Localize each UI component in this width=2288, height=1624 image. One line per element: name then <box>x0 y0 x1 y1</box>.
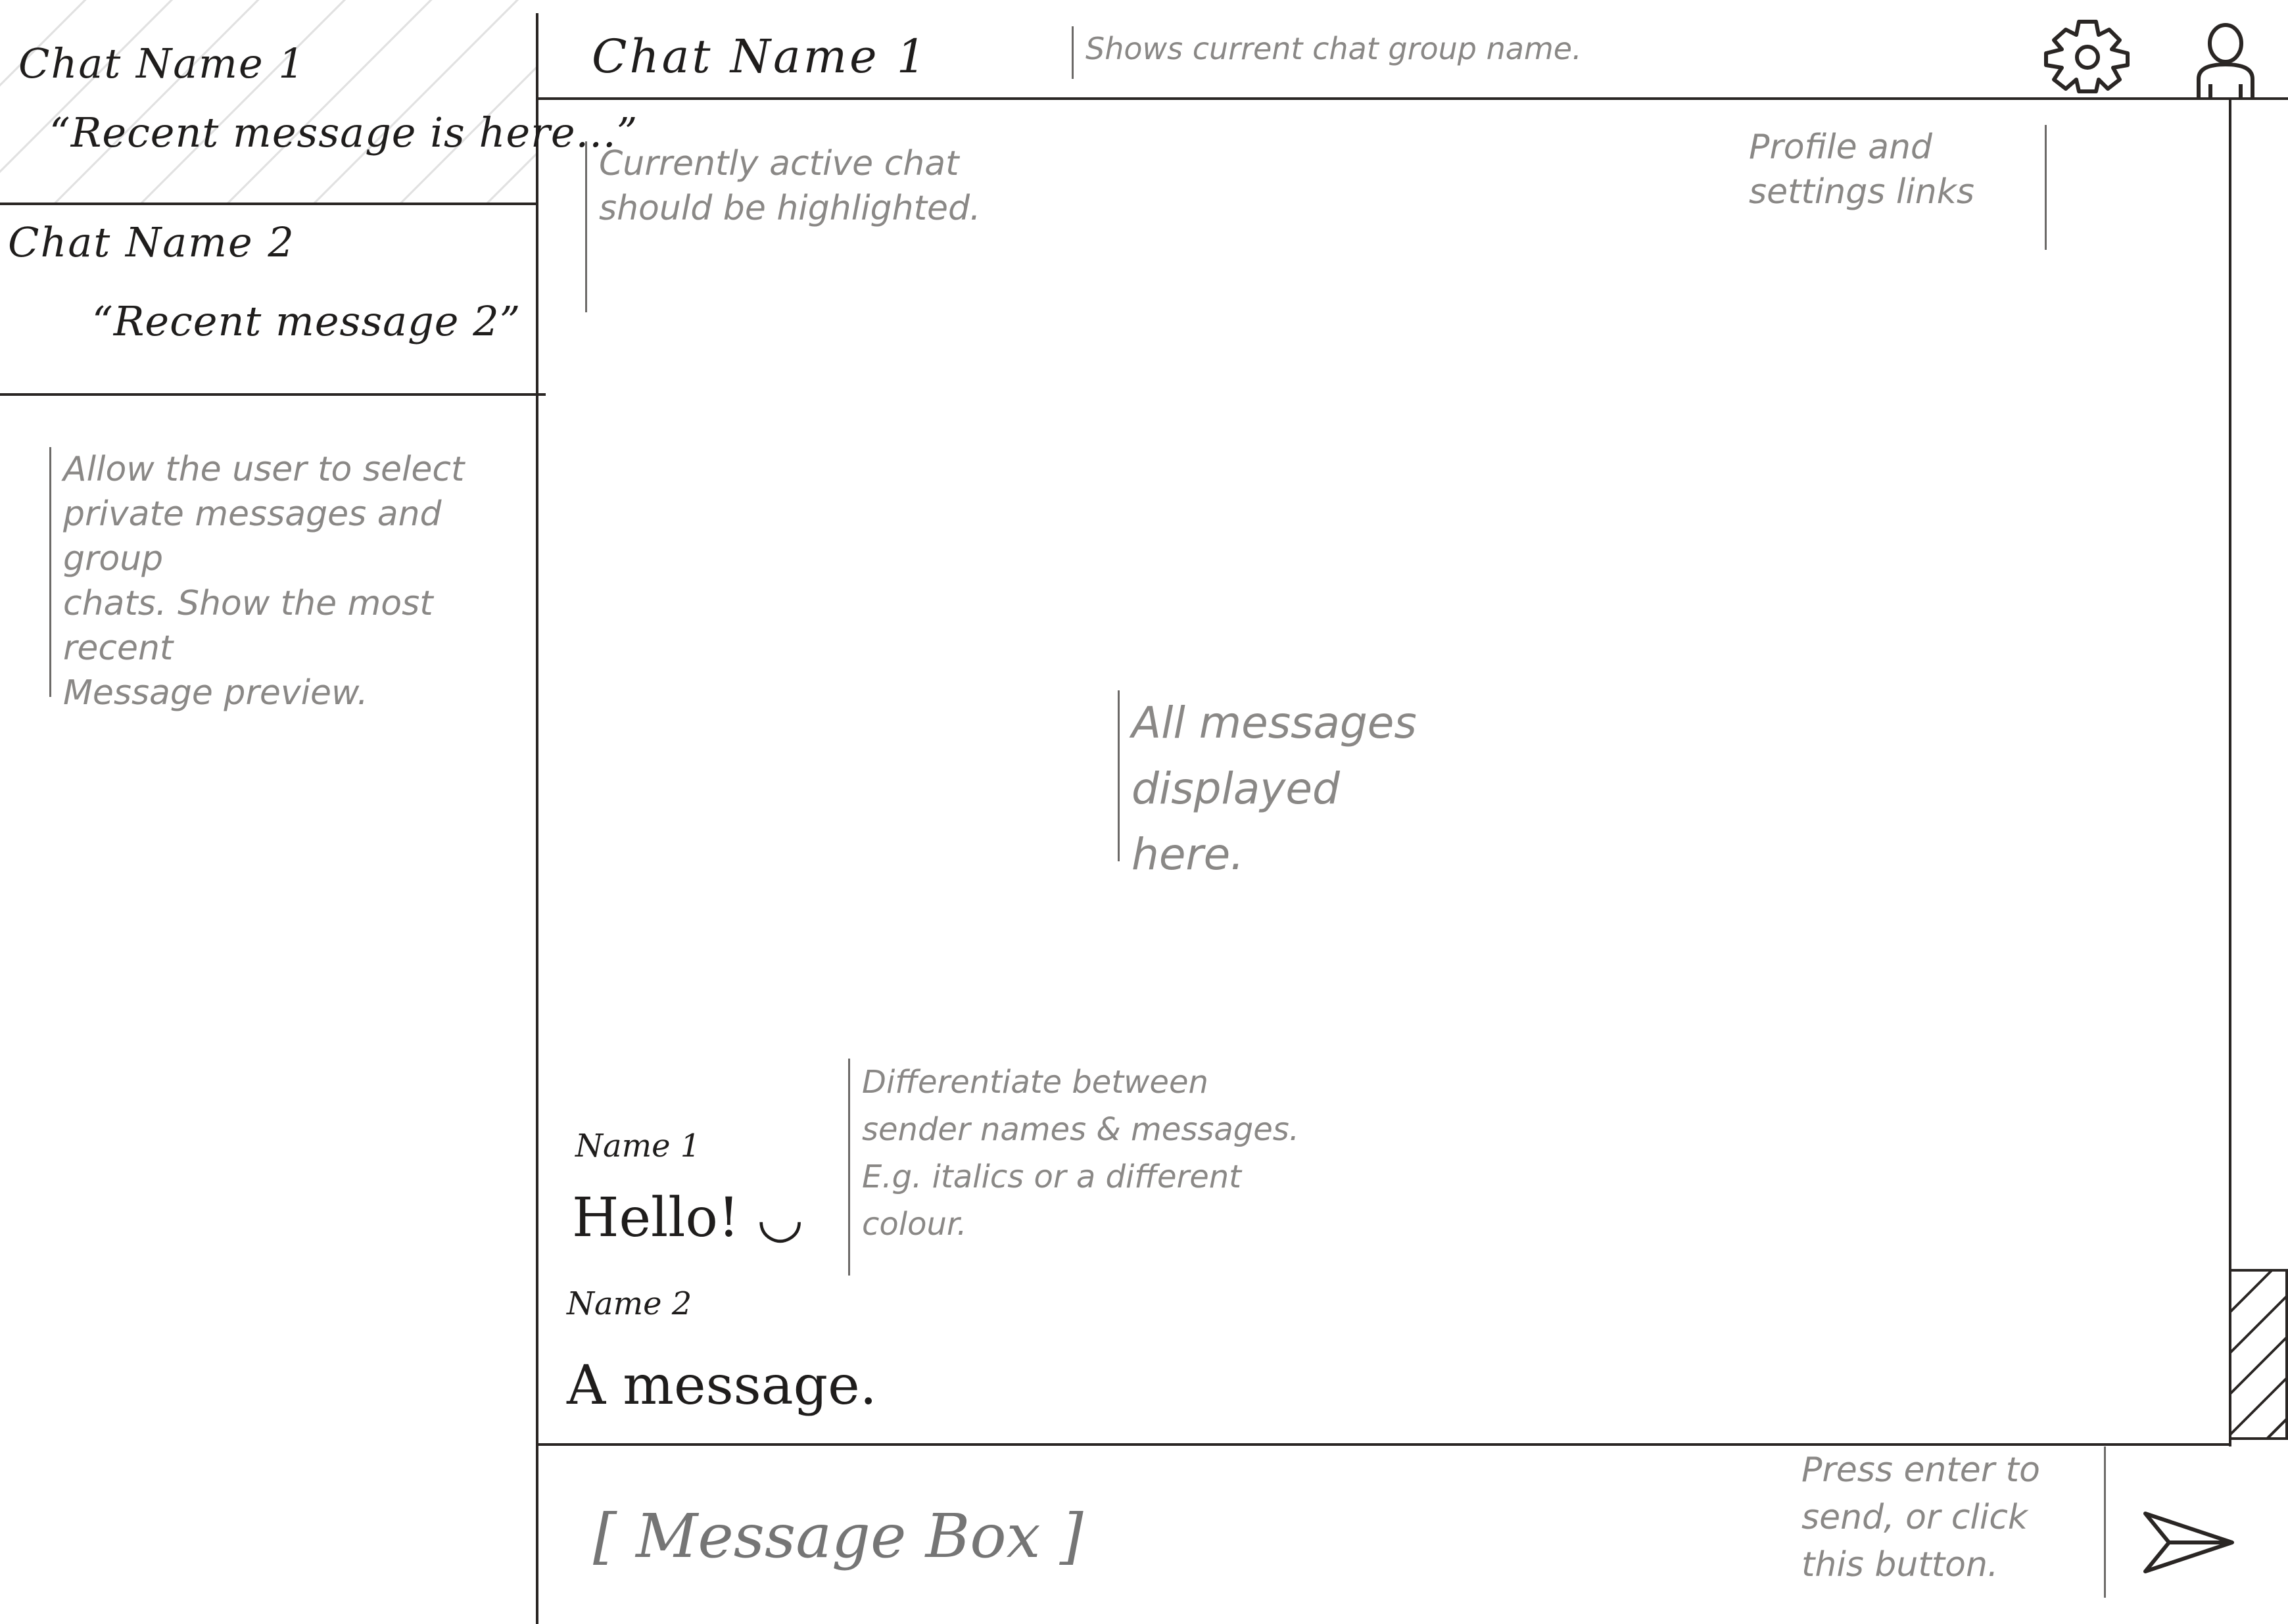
profile-button[interactable] <box>2176 16 2275 102</box>
send-arrow-icon <box>2143 1512 2234 1573</box>
chat-title: Chat Name 1 <box>592 30 929 84</box>
send-button[interactable] <box>2130 1493 2249 1591</box>
send-annotation: Press enter to send, or click this butto… <box>1801 1446 2106 1598</box>
chat-list-item-preview: “Recent message 2” <box>92 297 521 345</box>
sidebar-divider <box>536 13 538 1624</box>
header-divider <box>536 97 2288 100</box>
message-scrollbar-track[interactable] <box>2229 99 2288 1440</box>
chat-list-item-name: Chat Name 2 <box>8 218 295 266</box>
message-text: Hello! ◡ <box>572 1187 804 1249</box>
chat-list-item-1[interactable]: Chat Name 1 “Recent message is here...” <box>0 0 637 203</box>
chat-list-separator <box>0 393 546 396</box>
chat-title-annotation: Shows current chat group name. <box>1072 26 1677 79</box>
sidebar-annotation: Allow the user to select private message… <box>49 447 523 713</box>
message-text: A message. <box>567 1354 877 1417</box>
message-pane-right-border <box>2229 99 2231 1446</box>
profile-links-annotation: Profile and settings links <box>1749 125 2047 250</box>
active-chat-annotation: Currently active chat should be highligh… <box>585 141 1046 312</box>
chat-list-item-name: Chat Name 1 <box>18 39 306 87</box>
message-sender: Name 2 <box>567 1285 692 1322</box>
chat-list-separator <box>0 203 536 205</box>
composer-divider <box>536 1443 2229 1446</box>
settings-button[interactable] <box>2038 13 2137 99</box>
gear-icon <box>2044 20 2130 93</box>
message-area-annotation: All messages displayed here. <box>1118 690 1631 880</box>
user-icon <box>2197 22 2254 100</box>
message-sender: Name 1 <box>575 1128 701 1164</box>
message-scrollbar-thumb[interactable] <box>2229 1269 2288 1440</box>
chat-list-item-preview: “Recent message is here...” <box>49 108 638 156</box>
sender-format-annotation: Differentiate between sender names & mes… <box>848 1059 1335 1276</box>
chat-list-item-2[interactable]: Chat Name 2 “Recent message 2” <box>0 205 536 393</box>
message-input[interactable] <box>592 1483 1712 1589</box>
